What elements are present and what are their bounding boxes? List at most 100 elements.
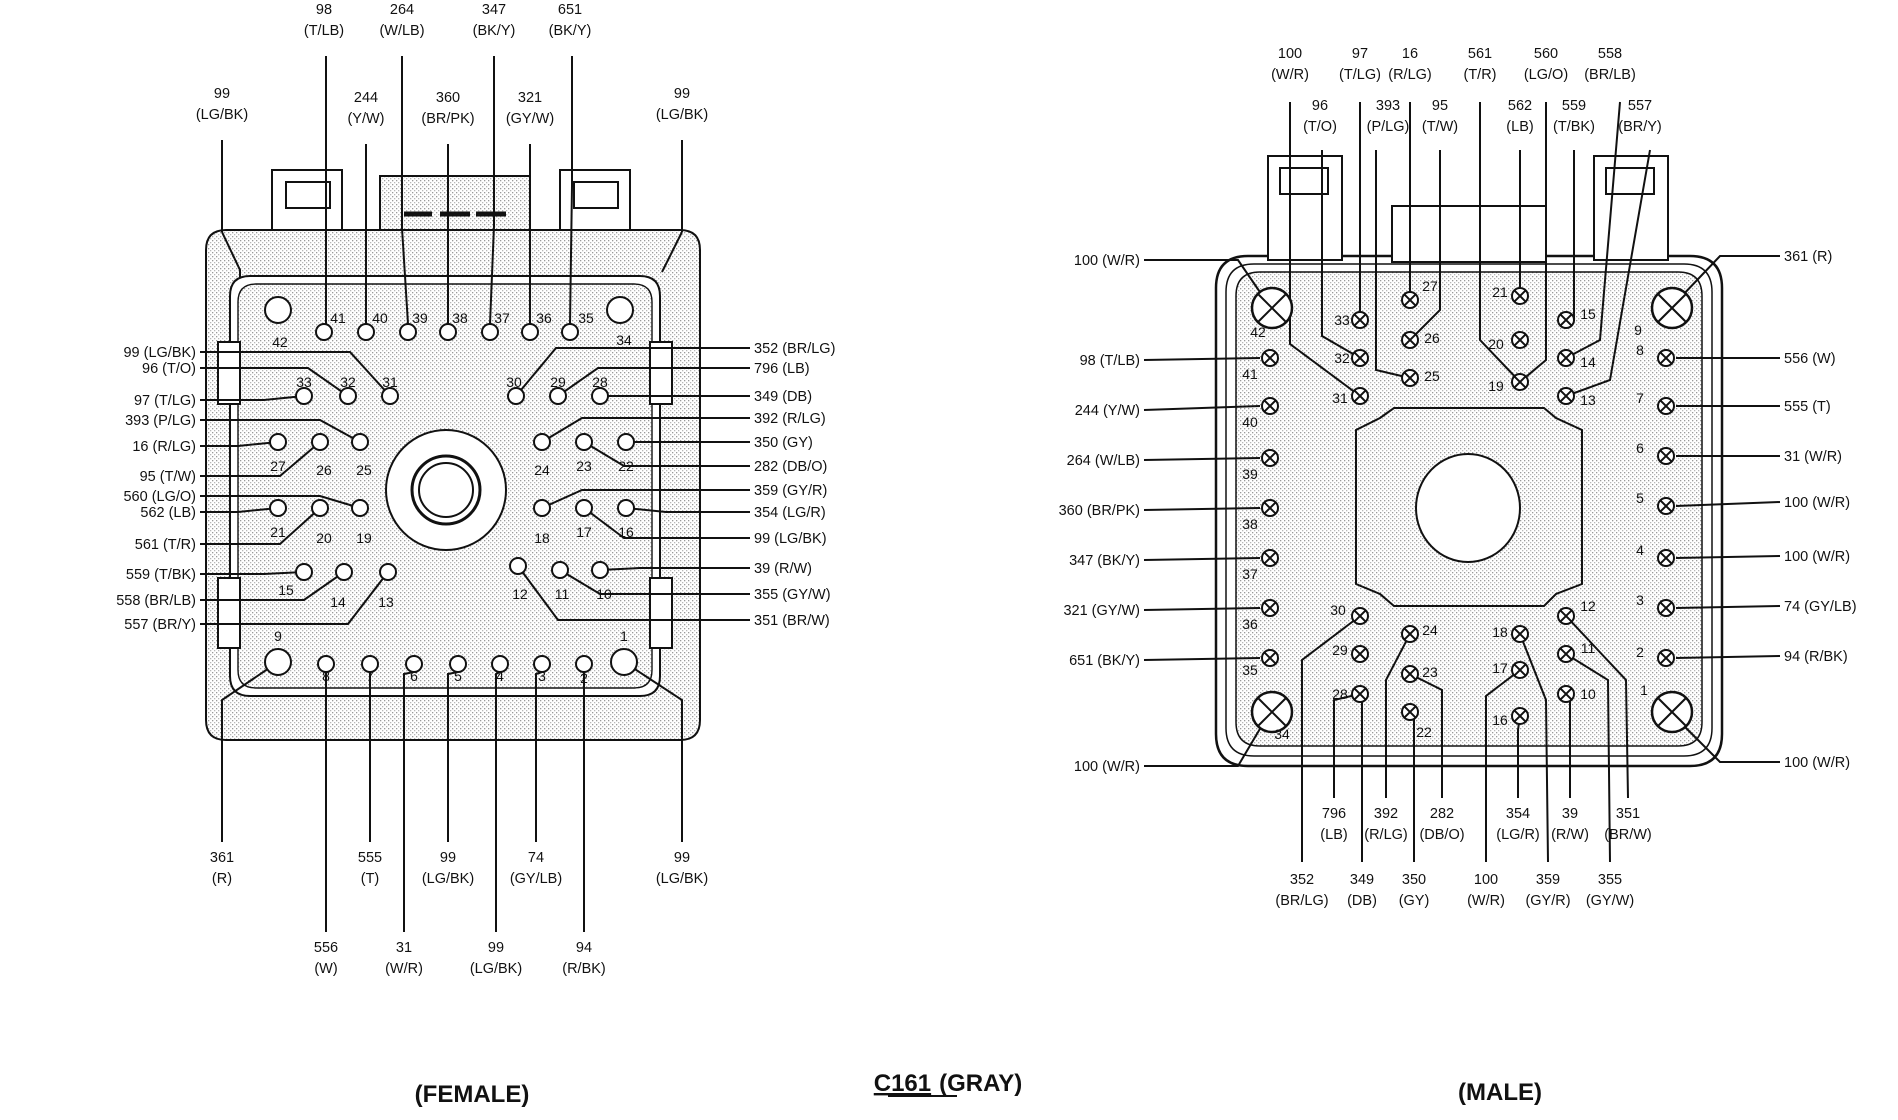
female-pin-36: 36 (521, 310, 552, 341)
male-pin-cross (1353, 647, 1367, 661)
male-pin-26: 26 (1401, 330, 1440, 349)
female-pin-circle (549, 387, 567, 405)
male-pin-number: 22 (1416, 724, 1432, 740)
male-pin-cross (1659, 551, 1673, 565)
male-pin-32: 32 (1334, 349, 1369, 367)
male-left-wire-2 (1143, 357, 1261, 361)
male-bottom-label-7-line: (BR/LG) (1275, 893, 1328, 909)
male-top-label-7: 96(T/O) (1303, 98, 1337, 135)
female-left-label-5: 16 (R/LG) (132, 439, 196, 455)
male-pin-number: 20 (1488, 336, 1504, 352)
female-top-label-4-line: 651 (558, 2, 582, 18)
male-top-label-12-line: (BR/Y) (1618, 119, 1662, 135)
male-pin-cross (1659, 499, 1673, 513)
male-left-label-5: 360 (BR/PK) (1059, 503, 1140, 519)
male-bottom-label-1-line: 796 (1322, 806, 1346, 822)
male-top-label-9-line: (T/W) (1422, 119, 1458, 135)
female-pin-number: 30 (506, 374, 522, 390)
male-pin-cross (1353, 351, 1367, 365)
female-left-wire-7 (200, 495, 361, 509)
male-top-label-3-line: (R/LG) (1388, 67, 1432, 83)
female-bottom-label-4-line: 74 (528, 850, 544, 866)
female-pin-circle (311, 433, 329, 451)
female-pin-circle (269, 433, 287, 451)
male-bottom-label-11-line: (GY/R) (1525, 893, 1570, 909)
male-top-label-8-line: 393 (1376, 98, 1400, 114)
female-right-wire-6 (583, 441, 750, 467)
female-pin-number: 6 (410, 668, 418, 684)
female-top-label-8: 99(LG/BK) (196, 86, 248, 123)
male-pin-1: 1 (1640, 682, 1694, 734)
female-pin-circle (335, 563, 353, 581)
male-pin-cross (1559, 313, 1573, 327)
male-right-label-7: 74 (GY/LB) (1784, 599, 1857, 615)
female-pin-23: 23 (575, 433, 593, 474)
female-pin-13: 13 (378, 563, 397, 610)
female-pin-circle (533, 655, 551, 673)
female-pin-39: 39 (399, 310, 428, 341)
male-top-label-10-line: 562 (1508, 98, 1532, 114)
male-right-label-6: 100 (W/R) (1784, 549, 1850, 565)
male-bottom-label-3: 282(DB/O) (1419, 806, 1464, 843)
male-pin-cross (1353, 313, 1367, 327)
male-pin-21: 21 (1492, 284, 1529, 305)
male-pin-number: 6 (1636, 440, 1644, 456)
male-bottom-label-8-line: (DB) (1347, 893, 1377, 909)
female-pin-number: 16 (618, 524, 634, 540)
female-left-label-2: 96 (T/O) (142, 361, 196, 377)
male-top-wire-4 (1479, 102, 1521, 383)
male-bottom-label-10-line: (W/R) (1467, 893, 1505, 909)
female-pin-circle (439, 323, 457, 341)
female-right-label-8: 354 (LG/R) (754, 505, 826, 521)
female-top-label-1-line: (T/LB) (304, 23, 344, 39)
female-top-label-9-line: 99 (674, 86, 690, 102)
female-pin-number: 23 (576, 458, 592, 474)
male-bottom-label-3-line: 282 (1430, 806, 1454, 822)
male-pin-cross (1403, 371, 1417, 385)
male-pin-cross (1657, 697, 1687, 727)
female-pin-number: 26 (316, 462, 332, 478)
female-pin-circle (491, 655, 509, 673)
female-connector-body (205, 169, 701, 741)
male-bottom-label-1-line: (LB) (1320, 827, 1347, 843)
female-left-wire-12 (200, 571, 389, 625)
female-right-wire-11 (559, 569, 750, 595)
male-bottom-label-5: 39(R/W) (1551, 806, 1589, 843)
male-pin-25: 25 (1401, 368, 1440, 387)
female-bottom-label-5-line: (LG/BK) (656, 871, 708, 887)
male-top-label-5: 560(LG/O) (1524, 46, 1568, 83)
female-bottom-label-5: 99(LG/BK) (656, 850, 708, 887)
male-bottom-label-2-line: (R/LG) (1364, 827, 1408, 843)
male-right-label-2: 556 (W) (1784, 351, 1836, 367)
female-pin-circle (295, 563, 313, 581)
male-pin-27: 27 (1401, 278, 1438, 309)
female-top-label-2-line: 264 (390, 2, 414, 18)
female-pin-12: 12 (509, 557, 528, 602)
female-left-wire-1 (200, 351, 391, 397)
male-right-wire-9 (1679, 721, 1780, 763)
male-right-label-8: 94 (R/BK) (1784, 649, 1848, 665)
male-pin-cross (1353, 687, 1367, 701)
male-top-label-4-line: (T/R) (1463, 67, 1496, 83)
female-pin-circle (315, 323, 333, 341)
female-pin-circle (591, 561, 609, 579)
female-left-label-4: 393 (P/LG) (125, 413, 196, 429)
male-bottom-label-4: 354(LG/R) (1496, 806, 1540, 843)
female-pin-circle (399, 323, 417, 341)
male-pin-36: 36 (1242, 599, 1279, 632)
female-top-label-3-line: 347 (482, 2, 506, 18)
male-pin-cross (1513, 627, 1527, 641)
female-pin-number: 18 (534, 530, 550, 546)
female-bottom-wire-5 (623, 661, 683, 842)
female-pin-circle (617, 433, 635, 451)
female-top-label-6: 360(BR/PK) (421, 90, 474, 127)
female-pin-circle (561, 323, 579, 341)
female-bottom-label-6-line: (W) (314, 961, 337, 977)
female-pin-19: 19 (351, 499, 372, 546)
female-pin-number: 1 (620, 628, 628, 644)
female-top-label-3-line: (BK/Y) (473, 23, 516, 39)
female-bottom-label-1: 361(R) (210, 850, 234, 887)
female-bottom-label-8-line: 99 (488, 940, 504, 956)
male-pin-cross (1659, 651, 1673, 665)
female-left-wire-4 (200, 419, 361, 443)
